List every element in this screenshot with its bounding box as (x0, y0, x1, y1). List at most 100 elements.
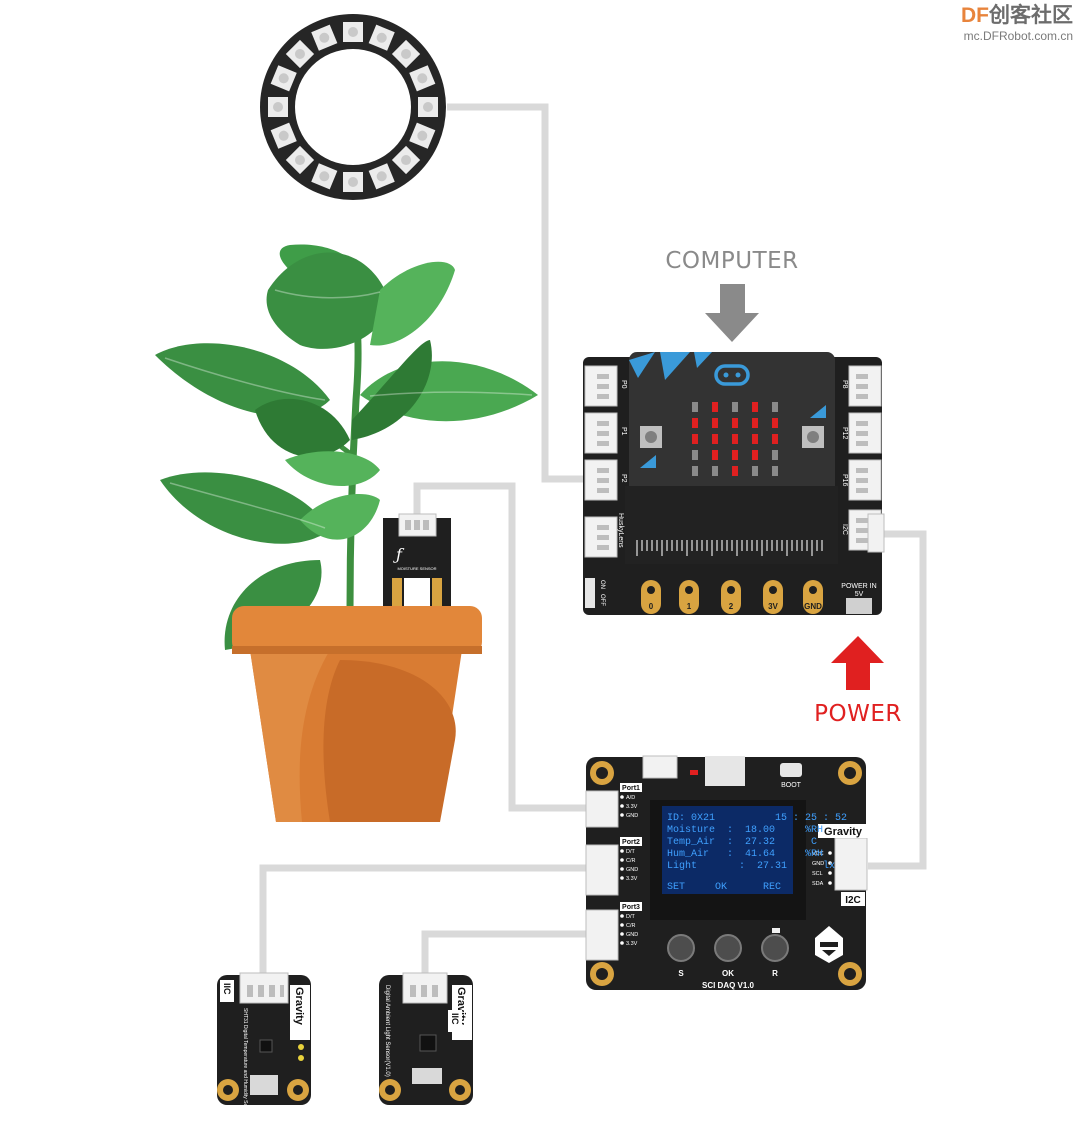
left-port-label: P0 (620, 380, 627, 389)
watermark: DF创客社区 mc.DFRobot.com.cn (961, 3, 1073, 43)
leaf (266, 252, 388, 349)
led (712, 450, 718, 460)
led (732, 450, 738, 460)
watermark-df: DF (961, 4, 989, 27)
power-in-label: POWER IN (841, 583, 876, 590)
sht31-sensor: Gravity IIC SHT31 Digital Temperature an… (217, 972, 311, 1128)
daq-logo-icon (815, 926, 843, 963)
plant (155, 244, 538, 650)
daq-pin-label: D/T (626, 914, 636, 920)
wire-ring-to-p2 (447, 103, 585, 483)
moisture-sensor: ƒ MOISTURE SENSOR (383, 513, 451, 606)
switch-on: ON (599, 580, 605, 589)
board-brand: HuskyLens (617, 513, 624, 548)
led (772, 466, 778, 476)
daq-i2c-pin-label: GND (812, 861, 824, 867)
neopixel-led (368, 24, 395, 51)
neopixel-led (343, 22, 363, 42)
switch-off: OFF (599, 594, 605, 606)
daq-pin-label: A/D (626, 795, 635, 801)
led (692, 418, 698, 428)
led (752, 466, 758, 476)
daq-top-connector (642, 755, 678, 779)
leaf (155, 343, 330, 417)
daq-port-label: Port2 (622, 839, 640, 846)
svg-text:DF创客社区: DF创客社区 (961, 3, 1073, 27)
screen-line-1: ID: 0X21 15 : 25 : 52 (667, 813, 847, 824)
sci-daq-board: BOOT Port1A/D3.3VGNDPort2D/TC/RGND3.3VPo… (585, 755, 868, 990)
led (692, 450, 698, 460)
neopixel-ring (260, 14, 446, 200)
microbit-logo-icon (714, 364, 750, 386)
gpio-pin (641, 580, 661, 614)
power-label: POWER (814, 701, 902, 727)
computer-label: COMPUTER (665, 248, 798, 274)
flower-pot (232, 606, 482, 822)
daq-pin-label: 3.3V (626, 804, 638, 810)
led (692, 434, 698, 444)
neopixel-led (368, 163, 395, 190)
right-port-label: P8 (841, 380, 848, 389)
sht31-iic: IIC (222, 983, 232, 995)
led (732, 466, 738, 476)
daq-i2c-pin-label: VCC (812, 851, 824, 857)
watermark-cn: 创客社区 (988, 3, 1073, 27)
screen-line-4: Hum_Air : 41.64 %RH (667, 848, 823, 860)
led (772, 434, 778, 444)
daq-pin-label: 3.3V (626, 941, 638, 947)
leaf (300, 494, 380, 540)
screen-line-5: Light : 27.31 lx (667, 860, 835, 872)
gpio-pin-label: 1 (687, 602, 692, 611)
right-port-label: P12 (841, 427, 848, 440)
gpio-pin (721, 580, 741, 614)
screen-footer-ok: OK (715, 882, 727, 893)
led (732, 434, 738, 444)
neopixel-led (418, 97, 438, 117)
leaf (255, 398, 350, 457)
gpio-pin-label: 0 (649, 602, 654, 611)
led-matrix (692, 402, 778, 476)
led (732, 418, 738, 428)
neopixel-led (311, 163, 338, 190)
sht31-gravity: Gravity (293, 987, 305, 1026)
daq-pin-label: C/R (626, 923, 636, 929)
gpio-pin-label: 3V (768, 602, 778, 611)
leaf (352, 340, 432, 440)
neopixel-led (268, 97, 288, 117)
light-sensor: Gravity IIC Digital Ambient Light Sensor… (379, 972, 473, 1105)
light-name: Digital Ambient Light Sensor(V1.0) (384, 985, 390, 1077)
daq-pin-label: C/R (626, 858, 636, 864)
wire-moisture-to-port1 (413, 482, 588, 812)
led (752, 434, 758, 444)
led (712, 402, 718, 412)
left-port-label: P2 (620, 474, 627, 483)
daq-button (761, 934, 789, 962)
neopixel-led (343, 172, 363, 192)
neopixel-led (311, 24, 338, 51)
daq-button (667, 934, 695, 962)
neopixel-led (409, 122, 436, 149)
led (752, 402, 758, 412)
daq-i2c-pin-label: SDA (812, 881, 824, 887)
wires (259, 103, 927, 975)
daq-i2c-connector (834, 837, 868, 891)
leaf (285, 451, 380, 487)
led (752, 418, 758, 428)
wire-sht-to-port2 (259, 864, 588, 975)
daq-button-label: OK (722, 969, 734, 978)
led (772, 450, 778, 460)
power-in-voltage: 5V (855, 591, 864, 598)
moisture-label: MOISTURE SENSOR (397, 566, 436, 571)
leaf (160, 472, 330, 544)
left-port-label: P1 (620, 427, 627, 436)
led (712, 434, 718, 444)
boot-button (780, 763, 802, 777)
daq-pin-label: GND (626, 867, 638, 873)
daq-port-connector (585, 790, 619, 828)
daq-port-label: Port3 (622, 904, 640, 911)
daq-button (714, 934, 742, 962)
light-iic: IIC (450, 1013, 460, 1025)
daq-gravity-label: Gravity (824, 826, 863, 838)
